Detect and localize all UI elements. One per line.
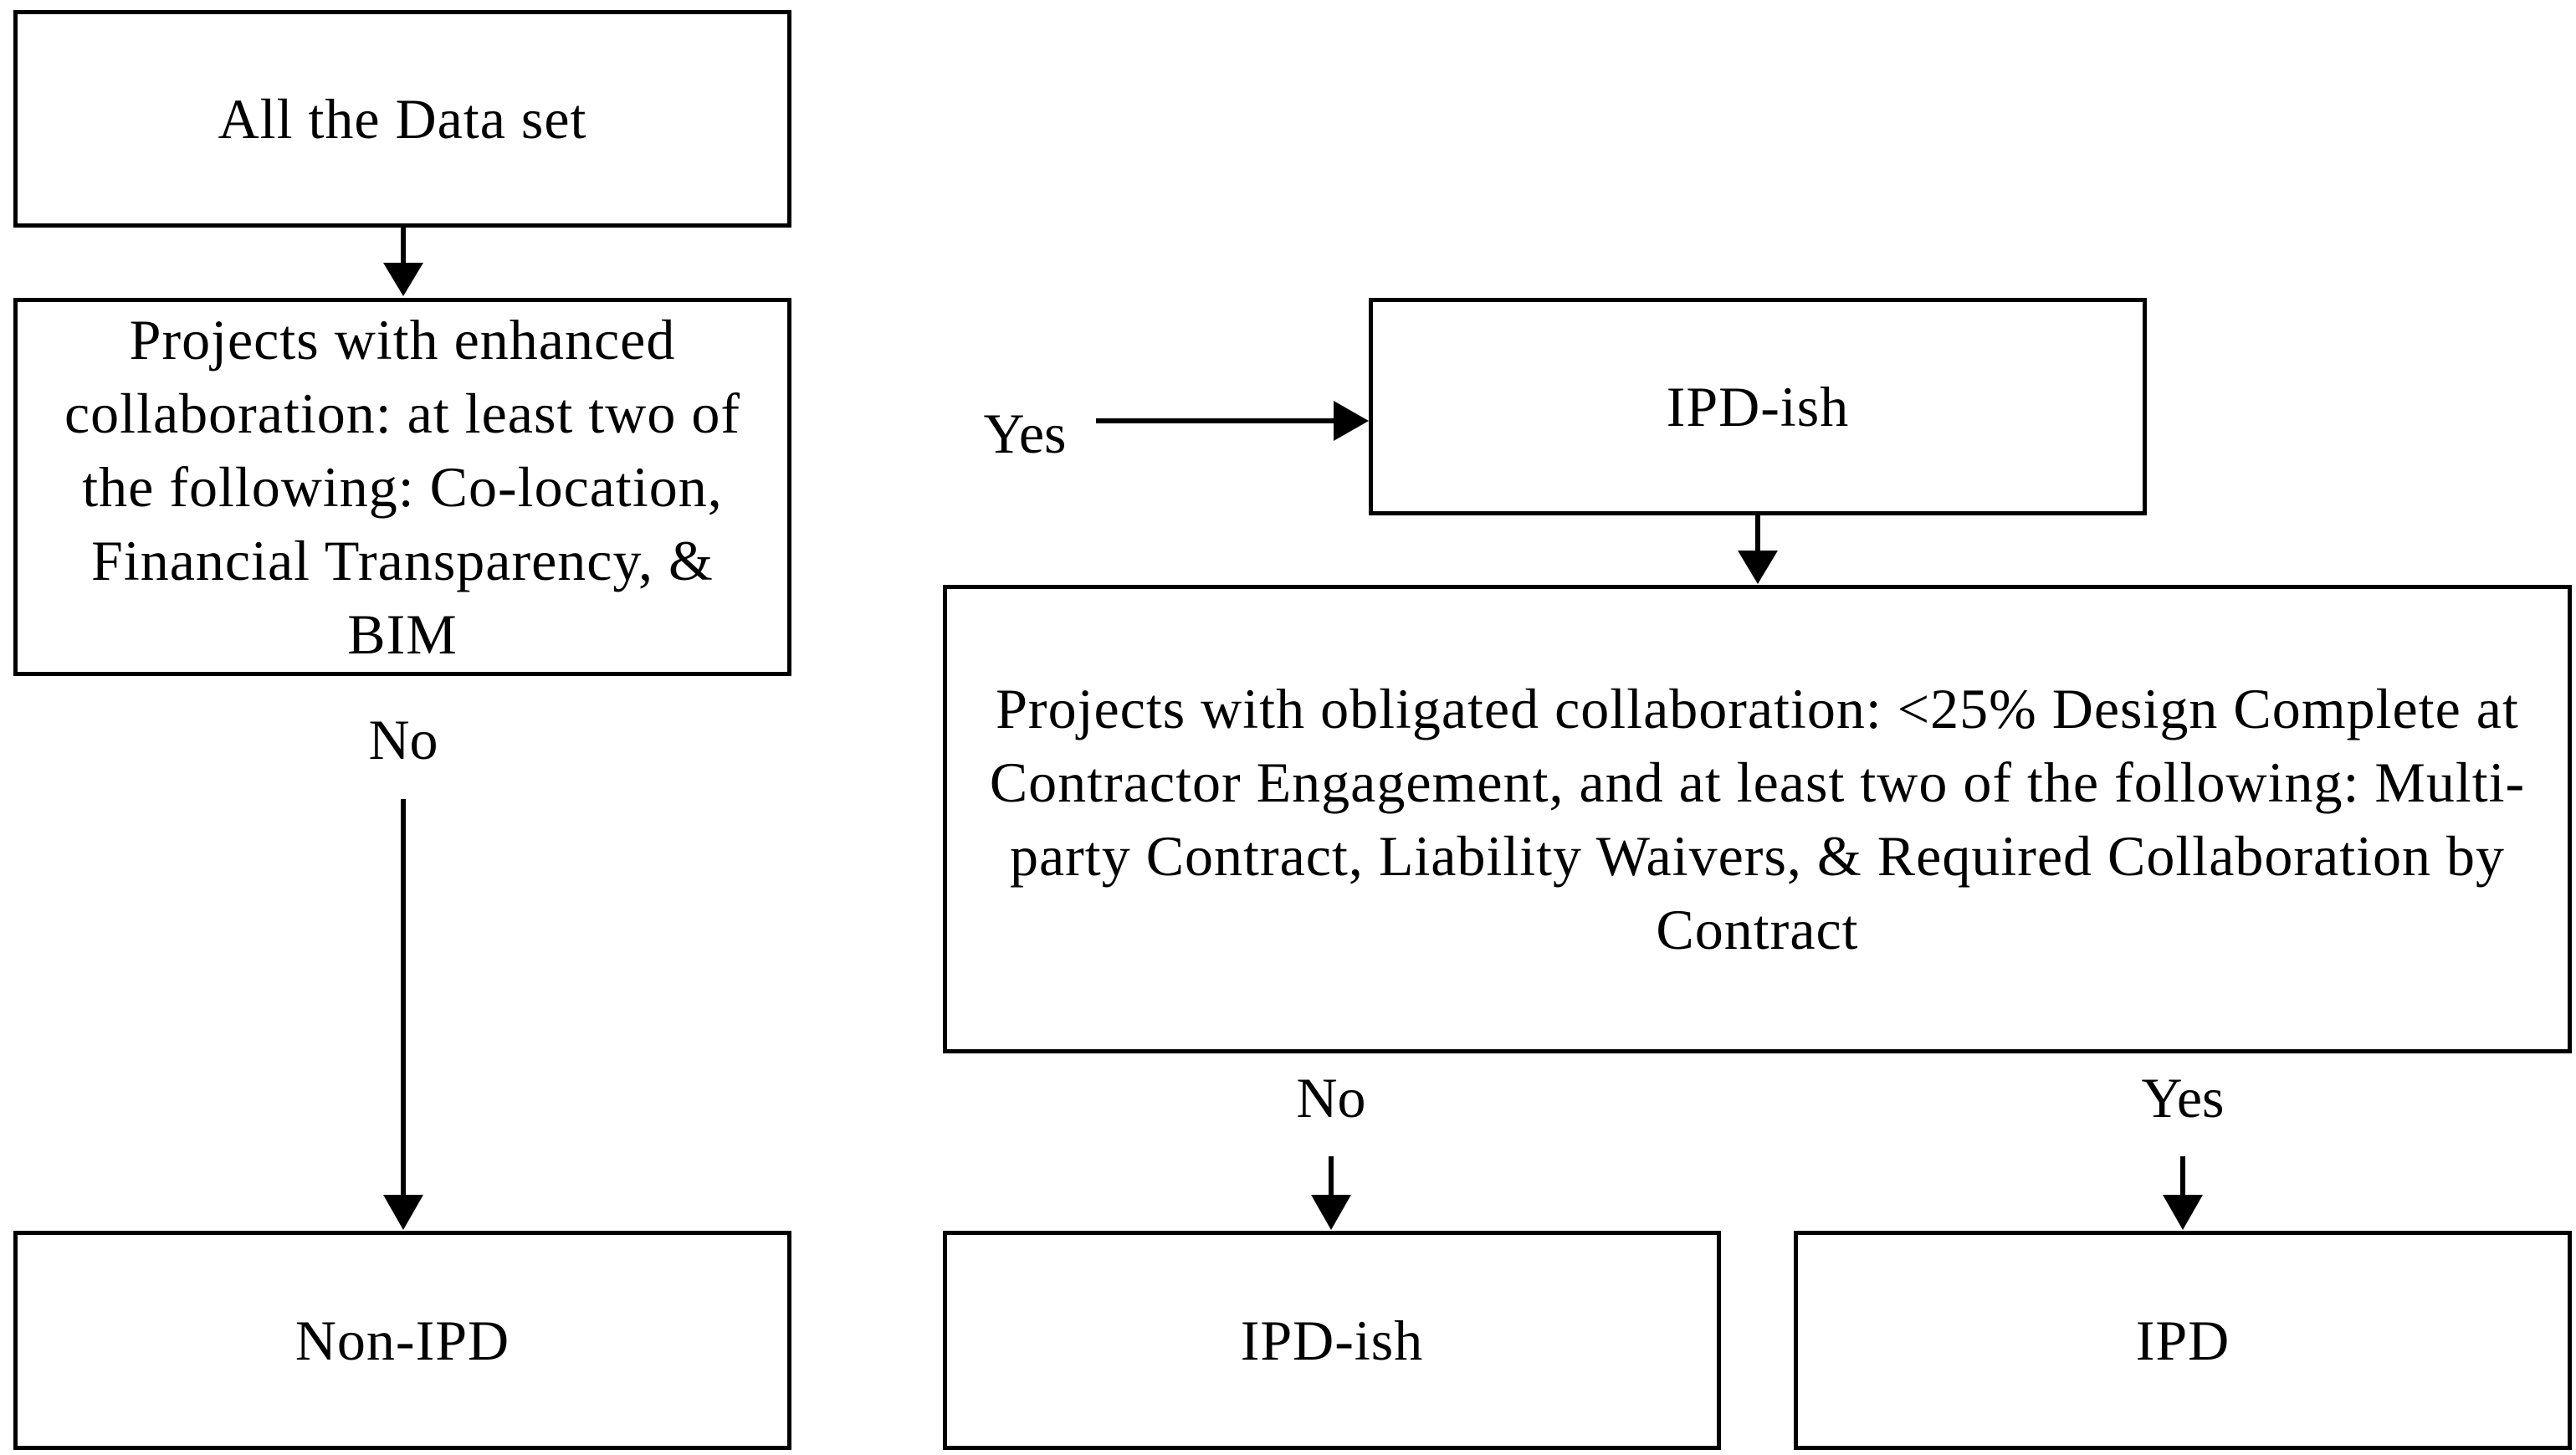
non-ipd-box: Non-IPD	[13, 1231, 791, 1450]
all-data-text: All the Data set	[218, 87, 587, 151]
arrow-ipd-ish-to-obligated	[1738, 515, 1778, 584]
obligated-collaboration-text: Projects with obligated collaboration: <…	[989, 677, 2526, 961]
arrow-yes-to-ipd	[2163, 1156, 2203, 1230]
ipd-ish-top-text: IPD-ish	[1666, 375, 1850, 438]
non-ipd-text: Non-IPD	[294, 1309, 510, 1372]
arrow-no-to-non-ipd	[383, 799, 423, 1230]
all-data-box: All the Data set	[13, 10, 791, 228]
arrow-no-to-ipd-ish-bottom	[1311, 1156, 1351, 1230]
ipd-ish-top-box: IPD-ish	[1369, 298, 2147, 515]
enhanced-collaboration-text: Projects with enhanced collaboration: at…	[64, 308, 740, 666]
yes-label-enhanced: Yes	[983, 402, 1067, 465]
arrow-yes-to-ipd-ish	[1096, 401, 1369, 441]
ipd-ish-bottom-box: IPD-ish	[943, 1231, 1721, 1450]
enhanced-collaboration-box: Projects with enhanced collaboration: at…	[13, 298, 791, 676]
ipd-ish-bottom-text: IPD-ish	[1240, 1309, 1424, 1372]
yes-label-obligated: Yes	[2141, 1066, 2225, 1130]
obligated-collaboration-box: Projects with obligated collaboration: <…	[943, 585, 2572, 1053]
no-label-obligated: No	[1296, 1066, 1366, 1130]
ipd-text: IPD	[2135, 1309, 2230, 1372]
arrow-all-data-to-enhanced	[383, 226, 423, 296]
ipd-box: IPD	[1794, 1231, 2572, 1450]
no-label-enhanced: No	[368, 708, 438, 771]
